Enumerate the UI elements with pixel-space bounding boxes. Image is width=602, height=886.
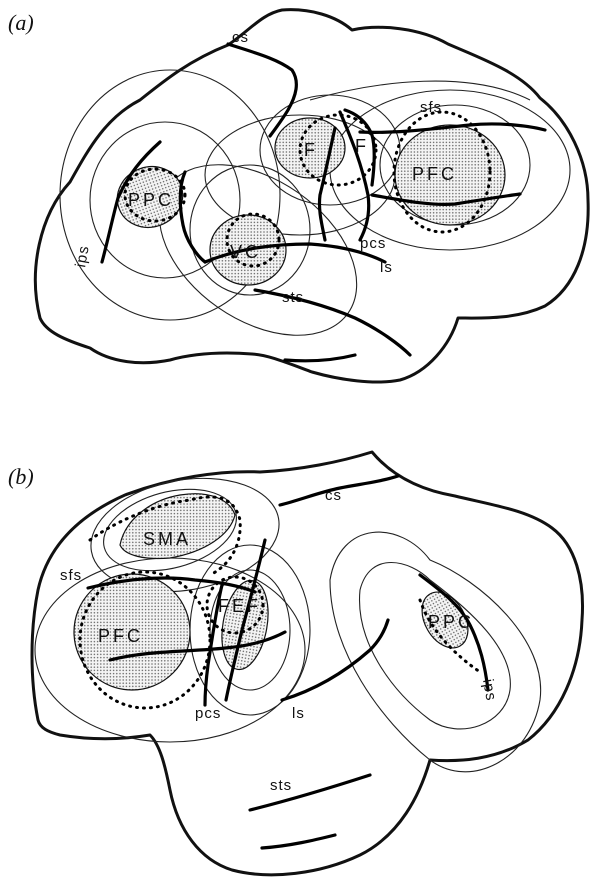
panel-a-label-sfs: sfs bbox=[420, 99, 442, 116]
panel-a-label-ls: ls bbox=[380, 259, 393, 276]
panel-a-label-ips: ips bbox=[72, 244, 93, 269]
panel-a-superior-frontal-sulcus bbox=[358, 122, 547, 134]
panel-b-superior-temporal-sulcus bbox=[248, 773, 372, 812]
panel-a: (a) cs sfs bbox=[8, 8, 590, 384]
panel-a-contour-vc-outer bbox=[189, 164, 311, 296]
panel-a-superior-temporal-sulcus bbox=[253, 288, 412, 357]
panel-a-label-pfc: PFC bbox=[412, 164, 457, 184]
panel-b-superior-frontal-sulcus bbox=[86, 576, 257, 594]
panel-b-contour-sma-wide bbox=[90, 477, 280, 593]
panel-a-lateral-sulcus bbox=[203, 242, 387, 264]
panel-b-label-pfc: PFC bbox=[98, 626, 143, 646]
panel-b-inferior-frontal-sulcus bbox=[108, 630, 287, 662]
panel-b-label-sfs: sfs bbox=[60, 567, 82, 584]
panel-b-dotted-pfc bbox=[78, 570, 212, 710]
panel-a-dotted-ppc bbox=[123, 167, 187, 223]
panel-b-dotted-ppc bbox=[418, 598, 482, 674]
panel-b-intraparietal-sulcus bbox=[418, 573, 490, 692]
panel-b-label-sma: SMA bbox=[143, 529, 191, 549]
panel-b-dotted-sma bbox=[88, 495, 242, 577]
panel-b-lateral-sulcus bbox=[280, 618, 390, 702]
panel-a-dotted-vc bbox=[225, 212, 281, 268]
panel-b-dotted-fef bbox=[205, 575, 265, 635]
panel-b-contour-parietal bbox=[329, 531, 542, 773]
panel-a-temporal-lower-sulcus bbox=[283, 353, 357, 363]
panel-b-fef-sulcus-2 bbox=[203, 583, 224, 707]
panel-b-central-sulcus bbox=[278, 474, 400, 507]
panel-b-fef-sulcus-1 bbox=[224, 538, 267, 702]
panel-b-contour-ppc-outer bbox=[358, 562, 511, 730]
panel-b-label-ls: ls bbox=[292, 705, 305, 722]
panel-a-pcs-upper bbox=[343, 108, 376, 187]
panel-a-inferior-frontal-sulcus bbox=[370, 192, 522, 206]
panel-b-label-pcs: pcs bbox=[195, 705, 221, 722]
panel-b-temporal-lower-sulcus bbox=[260, 833, 337, 850]
panel-a-label: (a) bbox=[8, 10, 34, 35]
panel-a-dotted-pfc bbox=[392, 110, 492, 234]
panel-a-label-cs: cs bbox=[232, 29, 249, 46]
panel-a-label-f1: F bbox=[304, 140, 318, 160]
panel-a-contour-ppc-outer bbox=[89, 121, 241, 279]
panel-a-dotted-fef bbox=[298, 113, 378, 187]
panel-a-fef-sulcus bbox=[317, 126, 337, 242]
panel-b-region-fef bbox=[221, 579, 269, 671]
panel-a-brain-outline bbox=[33, 8, 590, 384]
panel-a-label-sts: sts bbox=[282, 289, 304, 306]
panel-a-ppc-sulcus bbox=[178, 170, 207, 264]
panel-b-label: (b) bbox=[8, 464, 34, 489]
panel-a-label-vc: VC bbox=[230, 242, 261, 262]
panel-a-label-f2: F bbox=[355, 136, 369, 156]
panel-b-label-fef: FEF bbox=[218, 596, 261, 616]
panel-b-label-ips: ips bbox=[479, 678, 500, 703]
panel-b-label-ppc: PPC bbox=[428, 612, 474, 632]
panel-a-pcs-lower bbox=[338, 110, 371, 242]
panel-a-intraparietal-sulcus bbox=[100, 140, 162, 264]
panel-a-contour-sfs-band bbox=[309, 80, 531, 101]
panel-b: (b) cs sfs pcs ls s bbox=[8, 450, 584, 877]
panel-a-label-ppc: PPC bbox=[128, 190, 174, 210]
panel-b-label-cs: cs bbox=[325, 487, 342, 504]
panel-a-central-sulcus bbox=[226, 42, 298, 138]
panel-b-label-sts: sts bbox=[270, 777, 292, 794]
panel-a-label-pcs: pcs bbox=[360, 235, 386, 252]
panel-a-contour-parietal bbox=[59, 69, 281, 321]
panel-b-region-sma bbox=[119, 493, 236, 560]
